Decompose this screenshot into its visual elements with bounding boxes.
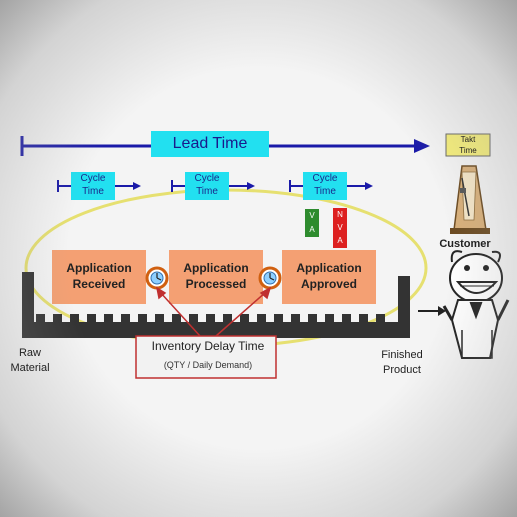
process-box-received (52, 250, 146, 304)
takt-time-box (445, 133, 491, 157)
conveyor-teeth (36, 314, 385, 323)
lead-time-box (151, 131, 269, 157)
cycle-time-box-1 (71, 172, 115, 200)
inventory-box (135, 335, 277, 379)
clock-icon (145, 266, 169, 290)
clock-icon (258, 266, 282, 290)
customer-arrow (418, 306, 446, 316)
cycle-time-box-2 (185, 172, 229, 200)
process-box-approved (282, 250, 376, 304)
process-box-processed (169, 250, 263, 304)
cycle-time-box-3 (303, 172, 347, 200)
va-tag (305, 209, 319, 237)
metronome-icon (450, 165, 490, 234)
customer-icon (442, 250, 510, 359)
nva-tag (333, 208, 347, 248)
